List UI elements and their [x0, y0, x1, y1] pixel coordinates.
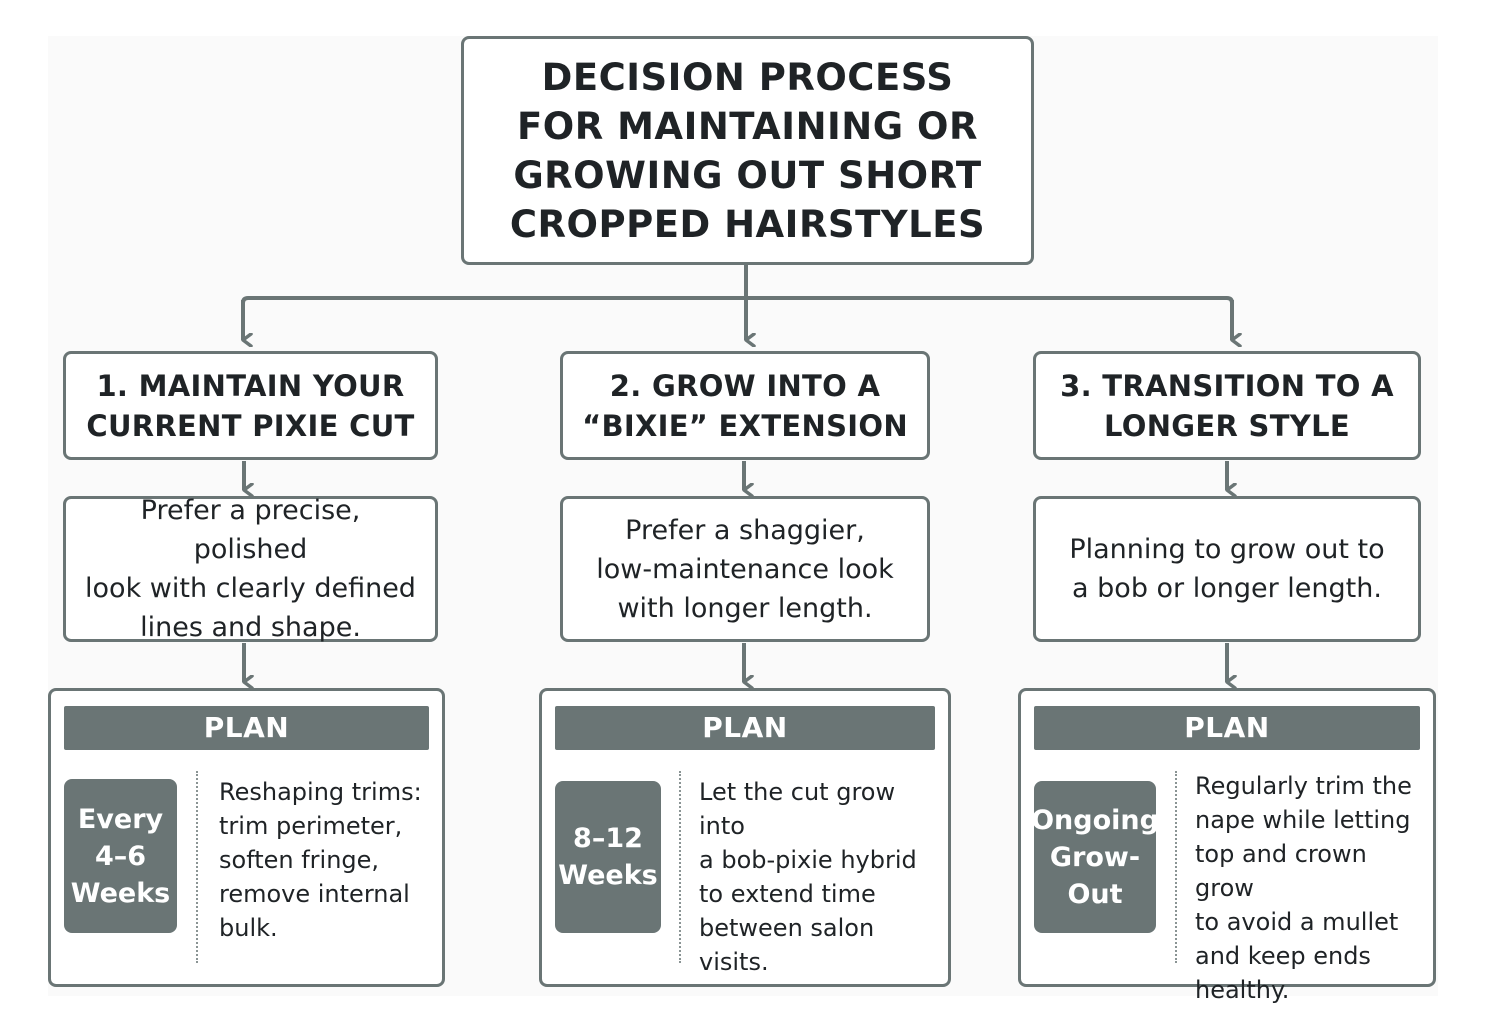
option-1-plan-box: PLAN Every 4–6 Weeks Reshaping trims: tr… [48, 688, 445, 987]
plan-line: Let the cut grow into [699, 778, 896, 840]
option-heading-line: 3. TRANSITION TO A [1060, 368, 1394, 403]
plan-line: remove internal [219, 880, 410, 908]
option-2-plan-box: PLAN 8–12 Weeks Let the cut grow into a … [539, 688, 951, 987]
option-2-description-box: Prefer a shaggier, low-maintenance look … [560, 496, 930, 642]
title-line: CROPPED HAIRSTYLES [509, 202, 986, 246]
option-3-heading: 3. TRANSITION TO A LONGER STYLE [1060, 366, 1394, 446]
timing-badge: Every 4–6 Weeks [64, 779, 177, 933]
description-line: Prefer a precise, polished [140, 495, 361, 565]
description-line: look with clearly defined [85, 573, 416, 604]
plan-line: to extend time [699, 880, 876, 908]
option-2-description: Prefer a shaggier, low-maintenance look … [582, 511, 908, 628]
plan-line: Regularly trim the [1195, 772, 1412, 800]
description-line: low-maintenance look [596, 553, 894, 585]
option-2-heading: 2. GROW INTO A “BIXIE” EXTENSION [582, 366, 908, 446]
plan-line: between salon [699, 914, 875, 942]
plan-details: Reshaping trims: trim perimeter, soften … [219, 775, 422, 945]
option-3-description: Planning to grow out to a bob or longer … [1055, 530, 1398, 608]
plan-line: bulk. [219, 914, 278, 942]
option-heading-line: CURRENT PIXIE CUT [86, 408, 415, 443]
timing-line: 4–6 [94, 840, 147, 872]
option-1-box: 1. MAINTAIN YOUR CURRENT PIXIE CUT [63, 351, 438, 460]
plan-line: healthy. [1195, 976, 1290, 1004]
timing-line: Every [77, 803, 164, 835]
option-3-plan-box: PLAN Ongoing Grow-Out Regularly trim the… [1018, 688, 1436, 1004]
option-1-description: Prefer a precise, polished look with cle… [66, 491, 435, 647]
option-heading-line: LONGER STYLE [1104, 408, 1350, 443]
plan-line: and keep ends [1195, 942, 1371, 970]
timing-line: Grow-Out [1049, 841, 1141, 910]
timing-badge: 8–12 Weeks [555, 781, 661, 933]
title-box: DECISION PROCESS FOR MAINTAINING OR GROW… [461, 36, 1034, 265]
plan-line: to avoid a mullet [1195, 908, 1399, 936]
plan-header: PLAN [555, 706, 935, 750]
title-line: DECISION PROCESS [541, 55, 954, 99]
plan-details: Regularly trim the nape while letting to… [1195, 769, 1433, 1007]
plan-line: soften fringe, [219, 846, 380, 874]
option-3-box: 3. TRANSITION TO A LONGER STYLE [1033, 351, 1421, 460]
option-1-description-box: Prefer a precise, polished look with cle… [63, 495, 438, 643]
timing-line: Ongoing [1031, 804, 1159, 836]
plan-details: Let the cut grow into a bob-pixie hybrid… [699, 775, 948, 979]
plan-line: a bob-pixie hybrid [699, 846, 917, 874]
description-line: with longer length. [617, 592, 873, 624]
timing-line: 8–12 [573, 823, 643, 854]
option-1-heading: 1. MAINTAIN YOUR CURRENT PIXIE CUT [86, 366, 414, 446]
description-line: Planning to grow out to [1069, 534, 1385, 565]
option-heading-line: 1. MAINTAIN YOUR [96, 368, 405, 403]
plan-divider [196, 771, 198, 963]
plan-header: PLAN [1034, 706, 1420, 750]
diagram-title: DECISION PROCESS FOR MAINTAINING OR GROW… [510, 53, 985, 249]
plan-divider [679, 771, 681, 963]
plan-line: trim perimeter, [219, 812, 403, 840]
option-2-box: 2. GROW INTO A “BIXIE” EXTENSION [560, 351, 930, 460]
plan-divider [1175, 771, 1177, 963]
plan-line: Reshaping trims: [219, 778, 422, 806]
description-line: a bob or longer length. [1072, 573, 1382, 604]
option-3-description-box: Planning to grow out to a bob or longer … [1033, 496, 1421, 642]
title-line: GROWING OUT SHORT [513, 153, 982, 197]
description-line: lines and shape. [140, 612, 361, 643]
plan-header: PLAN [64, 706, 429, 750]
option-heading-line: 2. GROW INTO A [609, 368, 881, 403]
plan-line: top and crown grow [1195, 840, 1367, 902]
description-line: Prefer a shaggier, [625, 514, 865, 546]
title-line: FOR MAINTAINING OR [517, 104, 978, 148]
plan-line: nape while letting [1195, 806, 1411, 834]
timing-line: Weeks [70, 877, 171, 909]
option-heading-line: “BIXIE” EXTENSION [582, 408, 908, 443]
timing-line: Weeks [558, 860, 658, 891]
timing-badge: Ongoing Grow-Out [1031, 781, 1159, 933]
plan-line: visits. [699, 948, 769, 976]
